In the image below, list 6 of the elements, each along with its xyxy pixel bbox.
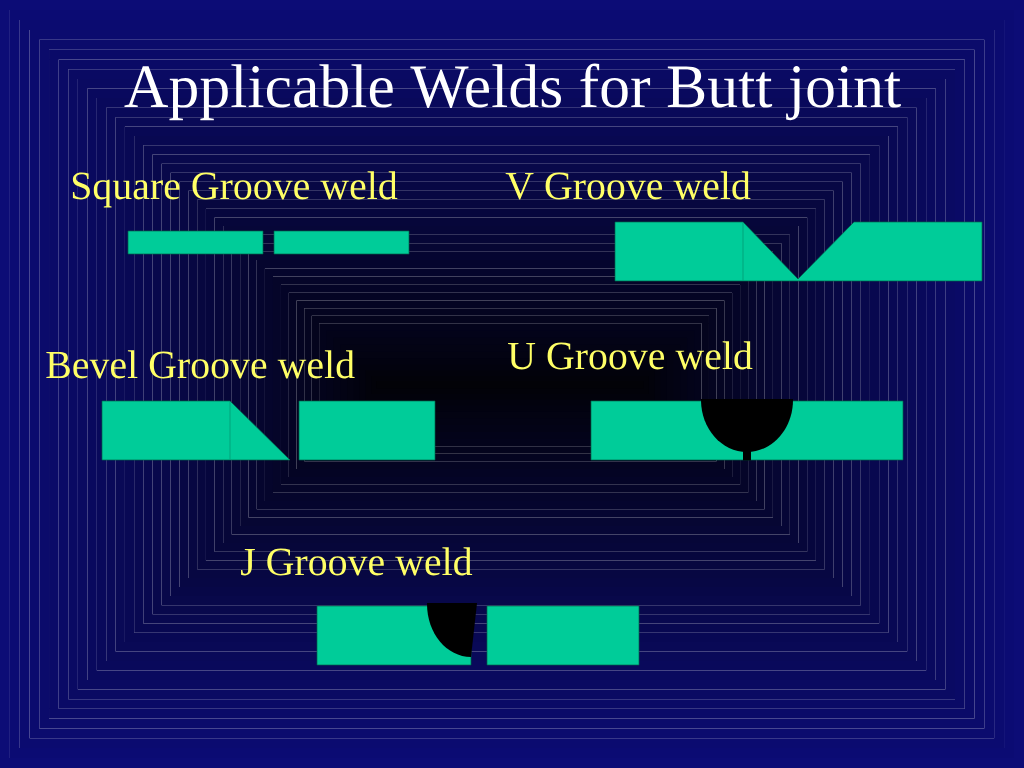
caption: Square Groove weld (72, 171, 398, 208)
caption: J Groove weld (241, 547, 473, 576)
caption: V Groove weld (505, 171, 751, 200)
caption: U Groove weld (508, 341, 753, 370)
title: Applicable Welds for Butt joint (124, 63, 901, 121)
caption: Bevel Groove weld (46, 350, 355, 379)
